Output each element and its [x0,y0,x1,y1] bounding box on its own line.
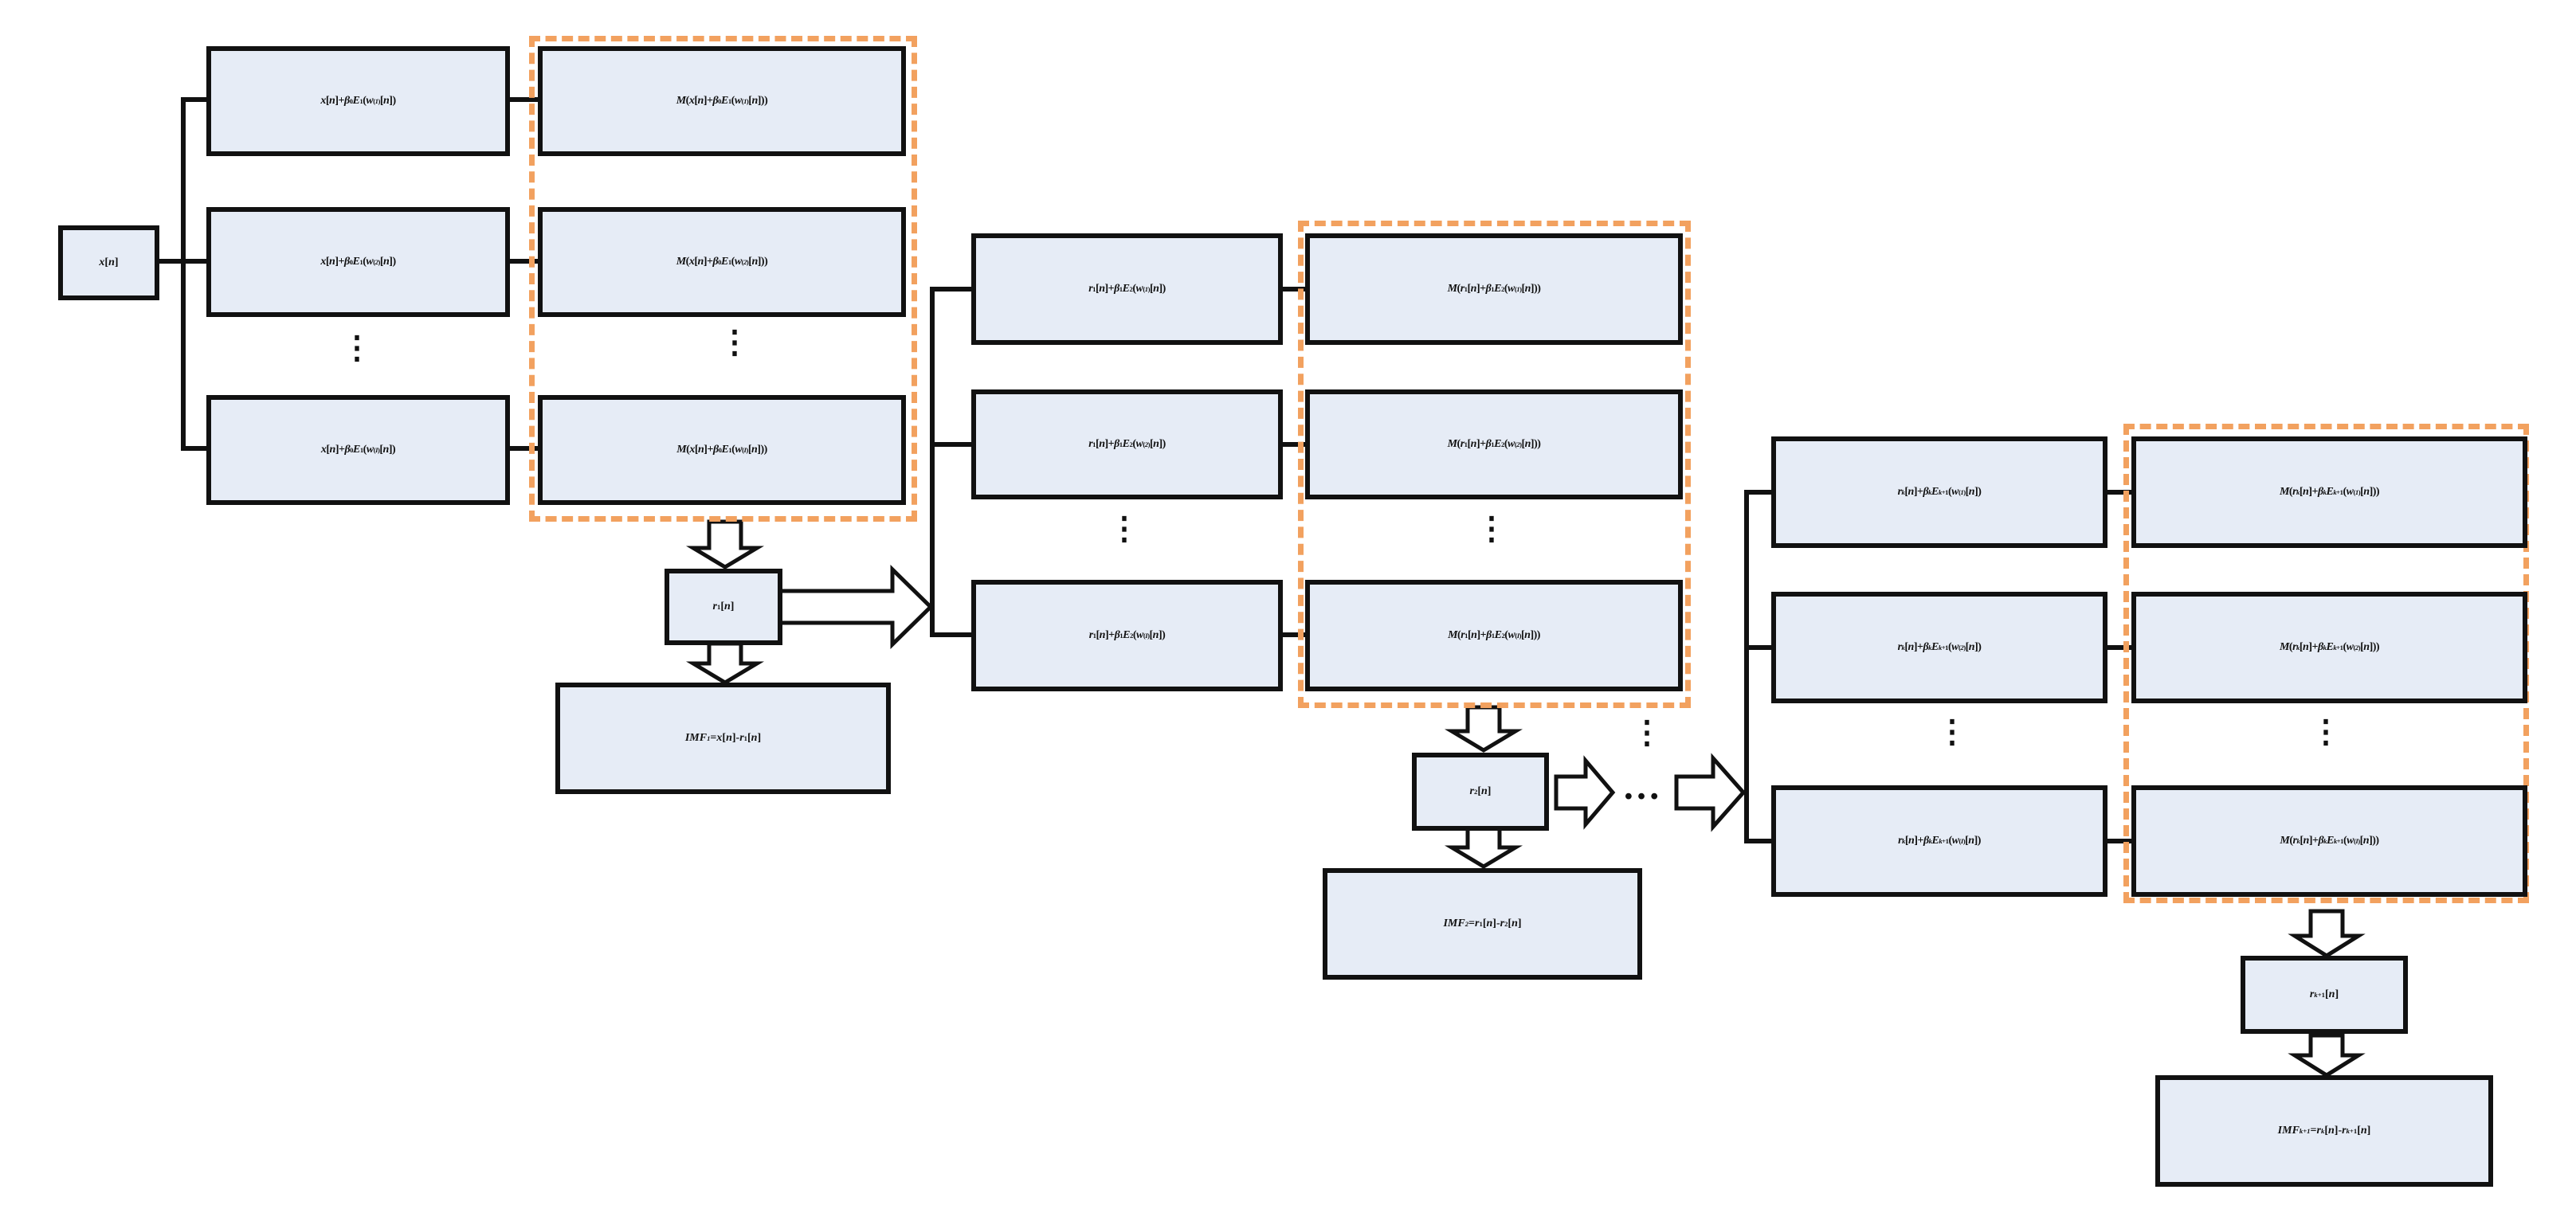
stagek-mean-ellipsis: ⋮ [2310,714,2342,749]
stage1-perturbed-ellipsis: ⋮ [341,330,373,366]
stage1-ensemble-group [529,36,917,522]
stage2-perturbed-ellipsis: ⋮ [1108,511,1140,546]
stage1-mean-ellipsis: ⋮ [719,324,751,360]
stage2-ensemble-group [1298,221,1691,708]
stagek-perturbed-ellipsis: ⋮ [1936,714,1968,749]
input-signal-box: x[n] [58,225,159,300]
stage2-mean-ellipsis: ⋮ [1476,511,1508,546]
stage-gap-vertical-ellipsis: ⋮ [1631,714,1663,750]
stage-gap-horizontal-ellipsis: … [1622,765,1660,808]
